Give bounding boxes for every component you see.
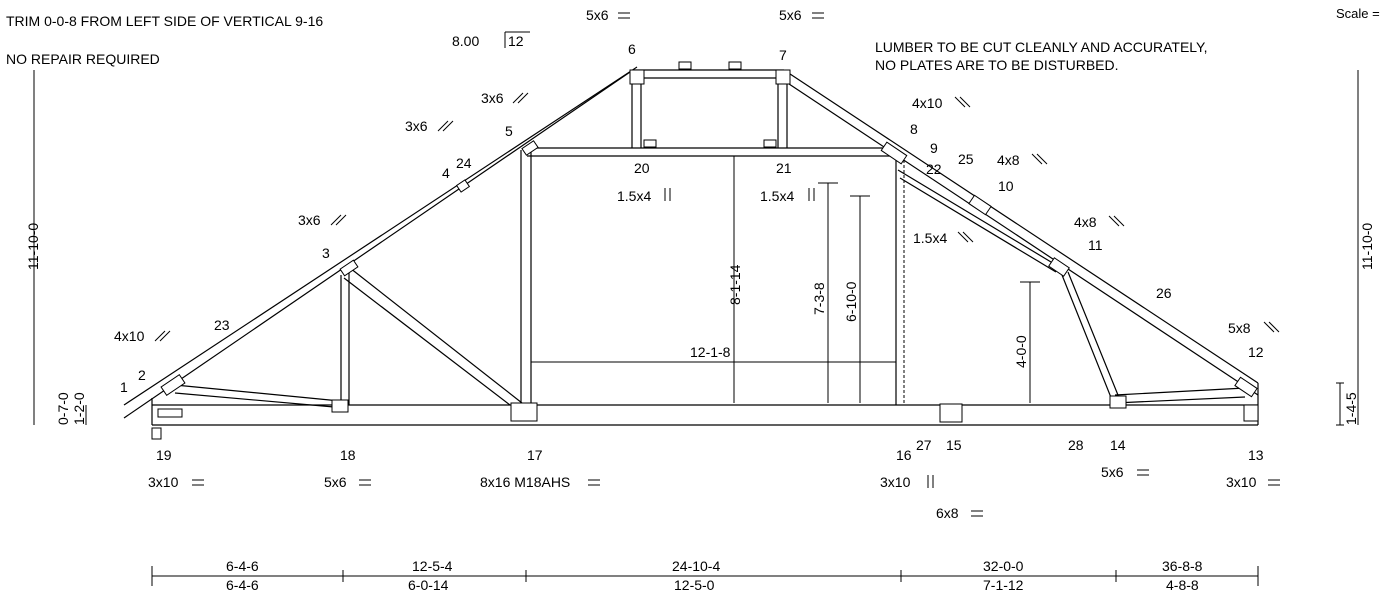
joint-label: 23 xyxy=(214,317,230,333)
joint-label: 27 xyxy=(916,437,932,453)
panel-dim: 4-8-8 xyxy=(1166,577,1199,593)
plate-label: 3x10 xyxy=(148,474,179,490)
plate-label: 5x8 xyxy=(1228,320,1251,336)
truss-plates xyxy=(151,61,1259,440)
plate-label: 3x10 xyxy=(880,474,911,490)
plate-label: 6x8 xyxy=(936,505,959,521)
dim-6-10-0: 6-10-0 xyxy=(843,281,859,322)
pitch-indicator: 8.00 12 xyxy=(452,31,530,49)
plate-label: 1.5x4 xyxy=(913,230,947,246)
cumulative-dim: 12-5-4 xyxy=(412,558,453,574)
joint-label: 2 xyxy=(138,367,146,383)
joint-label: 4 xyxy=(442,165,450,181)
plate-labels: 5x6 5x6 3x6 3x6 3x6 4x10 4x10 4x8 4x8 5x… xyxy=(114,7,1280,521)
plate-label: 3x6 xyxy=(481,90,504,106)
joint-label: 16 xyxy=(896,447,912,463)
joint-label: 5 xyxy=(505,123,513,139)
joint-label: 22 xyxy=(926,161,942,177)
plate-label: 3x6 xyxy=(298,212,321,228)
panel-dim: 6-4-6 xyxy=(226,577,259,593)
plate-label: 3x6 xyxy=(405,118,428,134)
joint-label: 19 xyxy=(156,447,172,463)
truss-members xyxy=(123,66,1259,426)
plate-label: 1.5x4 xyxy=(760,188,794,204)
plate-label: 5x6 xyxy=(586,7,609,23)
dim-span: 12-1-8 xyxy=(690,344,731,360)
joint-labels: 1 2 3 4 5 6 7 8 9 10 11 12 13 14 15 16 1… xyxy=(120,41,1264,463)
plate-label: 3x10 xyxy=(1226,474,1257,490)
joint-label: 9 xyxy=(930,140,938,156)
plate-label: 4x10 xyxy=(912,95,943,111)
cumulative-dim: 24-10-4 xyxy=(672,558,720,574)
joint-label: 12 xyxy=(1248,344,1264,360)
pitch-rise: 8.00 xyxy=(452,33,479,49)
plate-label: 1.5x4 xyxy=(617,188,651,204)
joint-label: 13 xyxy=(1248,447,1264,463)
lumber-note-line2: NO PLATES ARE TO BE DISTURBED. xyxy=(875,57,1119,73)
joint-label: 21 xyxy=(776,160,792,176)
plate-label: 5x6 xyxy=(1101,464,1124,480)
dim-7-3-8: 7-3-8 xyxy=(811,282,827,315)
joint-label: 7 xyxy=(779,47,787,63)
joint-label: 20 xyxy=(634,160,650,176)
height-right: 11-10-0 xyxy=(1359,223,1375,270)
panel-dim: 7-1-12 xyxy=(983,577,1024,593)
joint-label: 18 xyxy=(340,447,356,463)
repair-note: NO REPAIR REQUIRED xyxy=(6,51,160,67)
joint-label: 3 xyxy=(322,245,330,261)
plate-label: 8x16 M18AHS xyxy=(480,474,570,490)
dim-4-0-0: 4-0-0 xyxy=(1013,335,1029,368)
joint-label: 11 xyxy=(1088,237,1103,253)
joint-label: 28 xyxy=(1068,437,1084,453)
joint-label: 15 xyxy=(946,437,962,453)
joint-label: 8 xyxy=(910,121,918,137)
plate-label: 5x6 xyxy=(324,474,347,490)
joint-label: 17 xyxy=(527,447,543,463)
height-left: 11-10-0 xyxy=(25,223,41,270)
interior-dimension-lines xyxy=(33,70,1359,426)
trim-note: TRIM 0-0-8 FROM LEFT SIDE OF VERTICAL 9-… xyxy=(6,13,323,29)
plate-label: 4x8 xyxy=(997,152,1020,168)
panel-dim: 12-5-0 xyxy=(674,577,715,593)
joint-label: 10 xyxy=(998,178,1014,194)
plate-label: 4x8 xyxy=(1074,214,1097,230)
plate-label: 5x6 xyxy=(779,7,802,23)
pitch-run: 12 xyxy=(508,33,524,49)
joint-label: 26 xyxy=(1156,285,1172,301)
joint-label: 25 xyxy=(958,151,974,167)
dim-8-1-14: 8-1-14 xyxy=(727,264,743,305)
plate-label: 4x10 xyxy=(114,328,145,344)
cumulative-dim: 32-0-0 xyxy=(983,558,1024,574)
panel-dim: 6-0-14 xyxy=(408,577,449,593)
cumulative-dim: 6-4-6 xyxy=(226,558,259,574)
heel-left-b: 1-2-0 xyxy=(71,392,87,425)
heel-left-a: 0-7-0 xyxy=(55,392,71,425)
cumulative-dim: 36-8-8 xyxy=(1162,558,1203,574)
lumber-note-line1: LUMBER TO BE CUT CLEANLY AND ACCURATELY, xyxy=(875,39,1207,55)
joint-label: 1 xyxy=(120,379,128,395)
joint-label: 6 xyxy=(628,41,636,57)
joint-label: 24 xyxy=(456,155,472,171)
scale-label: Scale = xyxy=(1336,6,1380,21)
heel-right: 1-4-5 xyxy=(1343,392,1359,425)
bottom-dimensions: 6-4-6 12-5-4 24-10-4 32-0-0 36-8-8 6-4-6… xyxy=(151,558,1259,593)
joint-label: 14 xyxy=(1110,437,1126,453)
